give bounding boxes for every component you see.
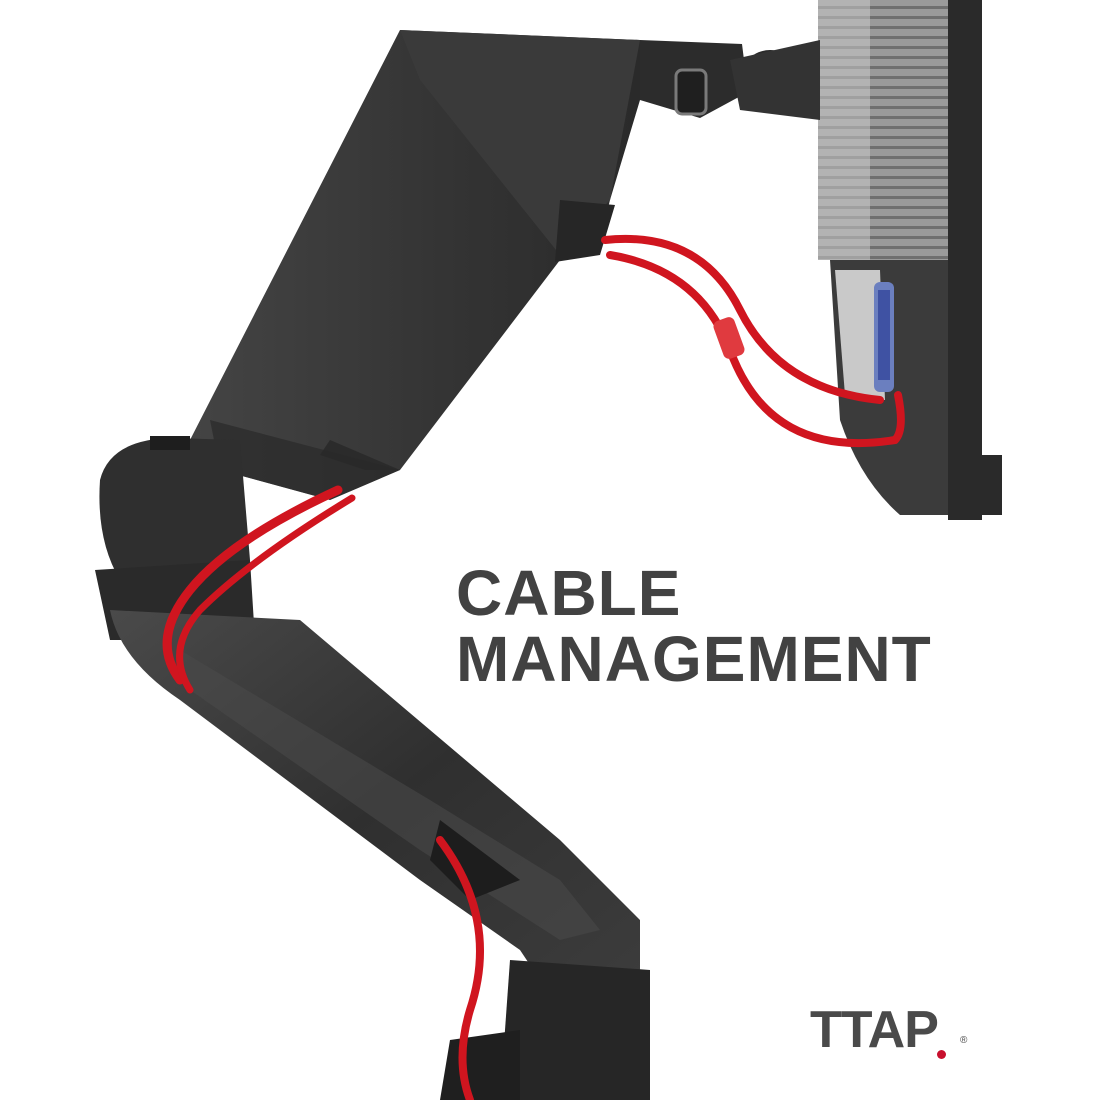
brand-logo: TTAP ® bbox=[810, 1000, 967, 1060]
monitor-back-illustration bbox=[818, 0, 1002, 520]
headline-line-2: MANAGEMENT bbox=[456, 623, 932, 695]
brand-accent-dot bbox=[937, 1050, 946, 1059]
registered-mark: ® bbox=[960, 1035, 967, 1046]
brand-name: TTAP bbox=[810, 1001, 939, 1059]
headline: CABLE MANAGEMENT bbox=[456, 560, 932, 692]
monitor-arm-illustration bbox=[95, 30, 820, 1100]
red-cable-illustration bbox=[162, 234, 905, 1100]
headline-line-1: CABLE bbox=[456, 557, 682, 629]
